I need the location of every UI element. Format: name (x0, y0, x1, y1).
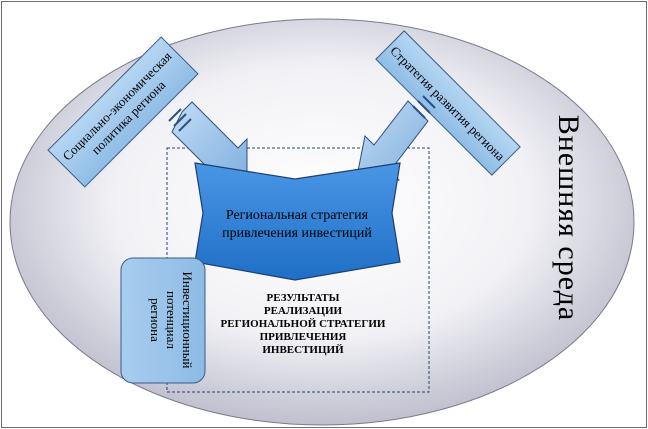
external-environment-label: Внешняя среда (552, 115, 585, 321)
results-line-2: РЕАЛИЗАЦИИ (264, 305, 343, 317)
investment-potential-shape (120, 257, 206, 384)
right-strategy-box-shape (375, 30, 521, 176)
central-strategy-label-1: Региональная стратегия (226, 208, 369, 223)
investment-potential-box: Инвестиционный потенциал региона (120, 257, 206, 384)
left-policy-box-shape (47, 36, 199, 188)
results-line-3: РЕГИОНАЛЬНОЙ СТРАТЕГИИ (221, 318, 386, 330)
central-strategy-block: Региональная стратегия привлечения инвес… (194, 162, 401, 281)
results-line-4: ПРИВЛЕЧЕНИЯ (260, 331, 347, 343)
central-strategy-label-2: привлечения инвестиций (222, 226, 372, 241)
results-line-5: ИНВЕСТИЦИЙ (262, 344, 344, 356)
results-line-1: РЕЗУЛЬТАТЫ (267, 292, 340, 304)
investment-potential-label-3: региона (148, 298, 163, 342)
investment-potential-label-1: Инвестиционный (180, 272, 195, 369)
investment-potential-label-2: потенциал (164, 291, 179, 349)
results-text: РЕЗУЛЬТАТЫ РЕАЛИЗАЦИИ РЕГИОНАЛЬНОЙ СТРАТ… (221, 292, 386, 356)
central-strategy-shape (194, 162, 401, 281)
